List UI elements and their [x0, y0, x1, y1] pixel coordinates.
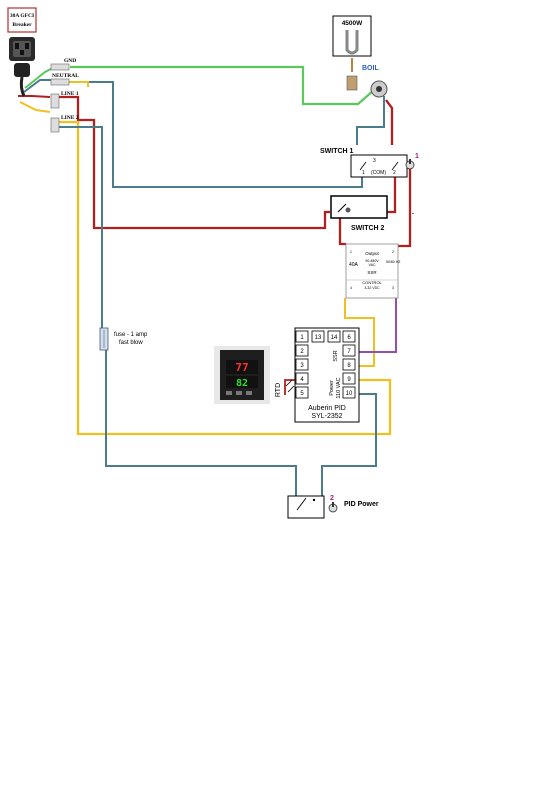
- pid-power-wire: [58, 126, 103, 328]
- pid-terminal-box: [342, 330, 356, 343]
- ssr-control-wire-yellow: [344, 298, 375, 367]
- neutral-wire-breaker: [23, 79, 52, 93]
- ssr: Output 40A 90-480V VAC 50/60 HZ SSR CONT…: [345, 243, 401, 299]
- plug-icon: [14, 63, 30, 97]
- pid-power-switch: [287, 495, 325, 519]
- pid-power-label-text: PID Power: [344, 501, 379, 508]
- toggle-switch-icon-2: [328, 502, 338, 513]
- line1-wire-element: [385, 99, 394, 145]
- pid-terminal-7: 7: [347, 349, 351, 355]
- pid-terminal-14: 14: [331, 335, 338, 341]
- switch1-badge: 1: [415, 153, 419, 160]
- pid-terminal-box: [342, 358, 356, 371]
- pid-name-1: Auberin PID: [308, 405, 346, 412]
- ssr-pin4: 4: [350, 286, 352, 290]
- boil-switch-icon: [370, 80, 388, 98]
- element-wattage: 4500W: [342, 20, 363, 27]
- gnd-label: GND: [64, 58, 76, 64]
- pid-terminal-box: [295, 358, 309, 371]
- heating-element: 4500W: [332, 15, 372, 91]
- outlet-icon: [9, 37, 35, 61]
- fuse-label-1: fuse - 1 amp: [114, 332, 148, 338]
- pid-display-pv: 77: [235, 361, 248, 374]
- pid-terminal-box: [311, 330, 325, 343]
- switch1-pin-mid: 3: [373, 158, 376, 164]
- pid-name-2: SYL-2352: [311, 413, 342, 420]
- ssr-pin2: 2: [392, 250, 394, 254]
- ssr-rating: 40A: [349, 262, 359, 268]
- dot-marker: .: [412, 209, 414, 216]
- switch1-label: SWITCH 1: [320, 148, 354, 155]
- line2-wire-breaker: [19, 101, 51, 113]
- neutral-label: NEUTRAL: [52, 73, 79, 79]
- pid-controller: 1 13 14 6 2 7 3 8 4 9 5 10 RTD SSR Power 110 VAC Au…: [275, 327, 360, 423]
- pid-terminal-5: 5: [300, 391, 304, 397]
- line2-label: LINE 2: [61, 115, 79, 121]
- ssr-pin3: 3: [392, 286, 394, 290]
- pid-terminal-box: [327, 330, 341, 343]
- pid-terminal-13: 13: [315, 335, 322, 341]
- pid-power-wire-return: [321, 393, 377, 498]
- pid-terminal-10: 10: [346, 391, 353, 397]
- ground-wire: [70, 65, 375, 106]
- ssr-name: SSR: [367, 270, 377, 275]
- terminal-gnd: GND: [50, 58, 76, 71]
- pid-terminal-3: 3: [300, 363, 304, 369]
- fuse-label-2: fast blow: [119, 340, 143, 346]
- switch1-pin-com: (COM): [371, 170, 386, 176]
- pid-terminal-6: 6: [347, 335, 351, 341]
- pid-terminal-box: [342, 372, 356, 385]
- neutral-wire-element: [356, 96, 385, 145]
- pid-photo: 77 82: [214, 346, 270, 404]
- pid-power-wire-lower: [105, 350, 297, 498]
- pid-power-badge: 2: [330, 495, 334, 502]
- line2-wire: [58, 120, 392, 436]
- pid-terminal-box: [295, 344, 309, 357]
- ssr-voltage-1: 90-480V: [365, 259, 379, 263]
- pid-rtd-label: RTD: [275, 383, 282, 397]
- ssr-control-range: 3-32 VDC: [364, 286, 380, 290]
- pid-display-sv: 82: [236, 378, 248, 389]
- pid-ssr-label: SSR: [333, 350, 339, 361]
- breaker-label-2: Breaker: [12, 22, 32, 28]
- pid-terminal-4: 4: [300, 377, 304, 383]
- breaker-label-1: 30A GFCI: [10, 13, 34, 19]
- pid-terminal-1: 1: [300, 335, 304, 341]
- pid-terminal-8: 8: [347, 363, 351, 369]
- boil-label: BOIL: [362, 65, 379, 72]
- line1-label: LINE 1: [61, 91, 79, 97]
- pid-terminal-box: [342, 344, 356, 357]
- pid-terminal-box: [342, 386, 356, 399]
- ssr-control-wire-purple: [358, 298, 397, 353]
- pid-power-label: Power: [329, 380, 335, 396]
- pid-terminal-box: [295, 372, 309, 385]
- switch2: [330, 195, 388, 219]
- gfci-breaker: 30A GFCI Breaker: [7, 7, 37, 33]
- fuse: [99, 327, 109, 351]
- switch1-pin-right: 2: [393, 170, 396, 176]
- pid-terminal-box: [295, 330, 309, 343]
- switch2-label: SWITCH 2: [351, 225, 385, 232]
- terminal-line2: LINE 2: [50, 115, 79, 133]
- line1-wire-right: [398, 160, 412, 248]
- terminal-line1: LINE 1: [50, 91, 79, 109]
- line1-wire-ssr-out: [338, 212, 346, 246]
- ssr-voltage-2: VAC: [369, 263, 376, 267]
- line1-wire: [58, 95, 330, 230]
- pid-power-voltage: 110 VAC: [336, 377, 342, 398]
- toggle-switch-icon: [405, 159, 415, 170]
- pid-terminal-9: 9: [347, 377, 351, 383]
- pid-terminal-2: 2: [300, 349, 304, 355]
- ssr-output: Output: [365, 251, 379, 256]
- pid-terminal-block: 1 13 14 6 2 7 3 8 4 9 5 10: [295, 330, 356, 399]
- ssr-freq: 50/60 HZ: [386, 260, 401, 264]
- pid-terminal-box: [295, 386, 309, 399]
- ssr-control: CONTROL: [362, 280, 382, 285]
- neutral-wire-switch1: [58, 81, 363, 188]
- switch1: 1 3 (COM) 2: [350, 154, 408, 178]
- terminal-neutral: NEUTRAL: [50, 73, 79, 86]
- switch1-pin-left: 1: [362, 170, 365, 176]
- ssr-pin1: 1: [350, 250, 352, 254]
